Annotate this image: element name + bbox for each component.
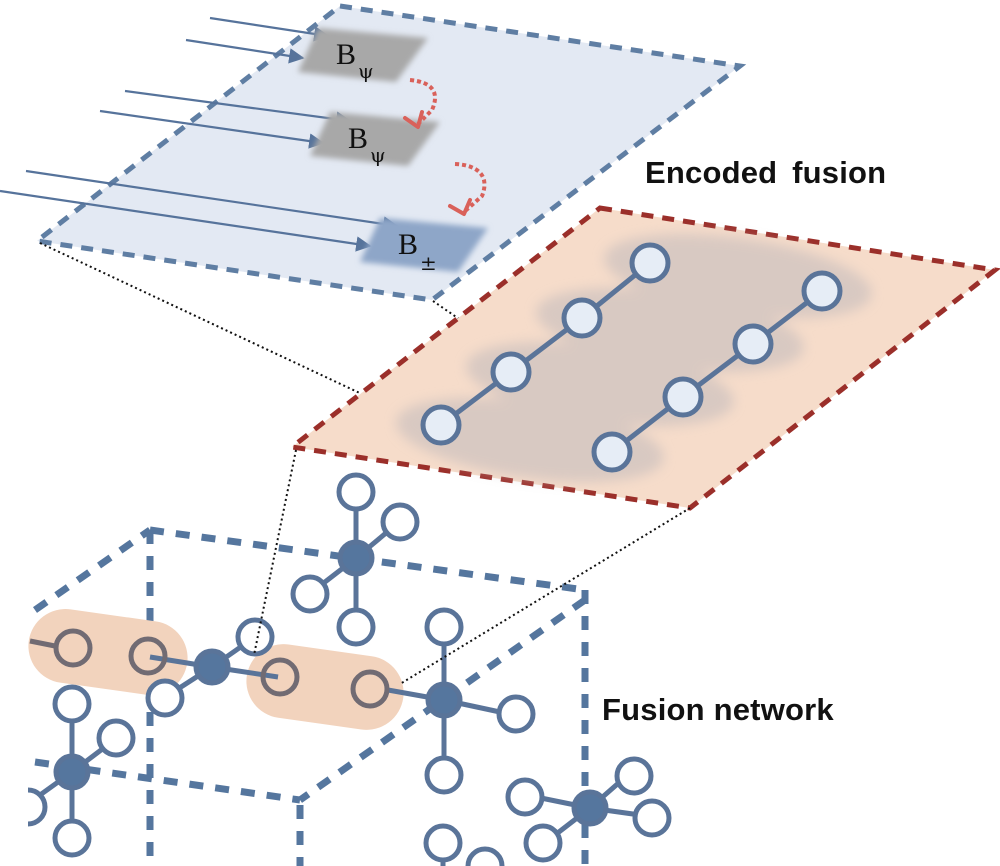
- projection-lines-top: [39, 242, 656, 455]
- photon-line: [209, 16, 330, 42]
- leaf-node: [380, 502, 420, 542]
- qubit-node: [801, 270, 843, 312]
- leaf-node: [336, 472, 376, 512]
- qubit-node: [732, 323, 774, 365]
- feedforward-arrow-1: [403, 78, 438, 129]
- photon-line: [185, 38, 305, 64]
- measurement-box-1-subscript: ψ: [358, 59, 374, 83]
- qubit-node: [561, 297, 603, 339]
- leaf-node: [614, 756, 654, 796]
- star-cluster: [290, 472, 420, 647]
- encoded-fusion-label: Encoded fusion: [645, 155, 887, 190]
- cube-edge: [33, 527, 152, 613]
- qubit-node: [591, 431, 633, 473]
- leaf-node: [423, 823, 463, 863]
- qubit-node: [662, 376, 704, 418]
- arrowhead-icon: [403, 110, 424, 129]
- projection-line: [39, 242, 414, 419]
- star-cluster: [128, 617, 300, 718]
- fusion-highlight: [246, 644, 404, 730]
- photon-line: [0, 189, 372, 252]
- star-cluster-partial: [29, 628, 93, 668]
- hub-node: [337, 539, 375, 577]
- star-cluster: [27, 684, 136, 858]
- encoded-chain-right: [591, 270, 843, 473]
- measurement-box-3-name: B: [398, 228, 418, 261]
- measurement-box-3-subscript: ±: [420, 251, 437, 275]
- fusion-network-label: Fusion network: [602, 692, 834, 727]
- measurement-box-3: B ±: [360, 218, 488, 275]
- leaf-node: [52, 818, 92, 858]
- leaf-node-partial: [27, 787, 48, 827]
- star-cluster-partial: [423, 823, 505, 866]
- leaf-node: [290, 574, 330, 614]
- hub-node: [425, 681, 463, 719]
- photon-line: [124, 89, 352, 127]
- measurement-box-2-subscript: ψ: [370, 143, 386, 167]
- hub-node: [53, 753, 91, 791]
- leaf-node: [52, 684, 92, 724]
- measurement-box-2: B ψ: [310, 112, 440, 167]
- arrowhead-icon: [448, 198, 472, 216]
- fused-leaf-node: [350, 669, 390, 709]
- photon-line: [25, 169, 399, 232]
- leaf-node: [424, 755, 464, 795]
- measurement-box-1: B ψ: [298, 28, 428, 83]
- hub-node: [193, 648, 231, 686]
- fused-leaf-node: [128, 636, 168, 676]
- measurement-box-1-name: B: [336, 38, 356, 71]
- leaf-node: [336, 607, 376, 647]
- qubit-node: [420, 404, 462, 446]
- feedforward-arrow-2: [448, 162, 487, 216]
- leaf-node: [523, 823, 563, 863]
- qubit-node: [490, 351, 532, 393]
- encoded-chain-left: [420, 242, 671, 446]
- leaf-node: [145, 678, 185, 718]
- leaf-node: [424, 607, 464, 647]
- leaf-node-partial: [465, 846, 505, 866]
- hub-node: [571, 789, 609, 827]
- star-cluster: [505, 756, 672, 863]
- input-photon-lines: [0, 16, 399, 252]
- leaf-node: [505, 777, 545, 817]
- leaf-node: [235, 617, 275, 657]
- fusion-network-nodes: [27, 472, 672, 866]
- leaf-node: [496, 694, 536, 734]
- photon-line: [99, 109, 325, 149]
- fused-leaf-node: [260, 657, 300, 697]
- star-cluster: [350, 607, 536, 795]
- cube-edge: [34, 758, 301, 804]
- measurement-box-2-name: B: [348, 122, 368, 155]
- leaf-node: [96, 718, 136, 758]
- qubit-node: [629, 242, 671, 284]
- cube-edge: [297, 597, 588, 803]
- projection-line: [399, 507, 691, 685]
- leaf-node: [632, 798, 672, 838]
- fused-leaf-node: [53, 628, 93, 668]
- projection-lines-bottom: [253, 449, 691, 685]
